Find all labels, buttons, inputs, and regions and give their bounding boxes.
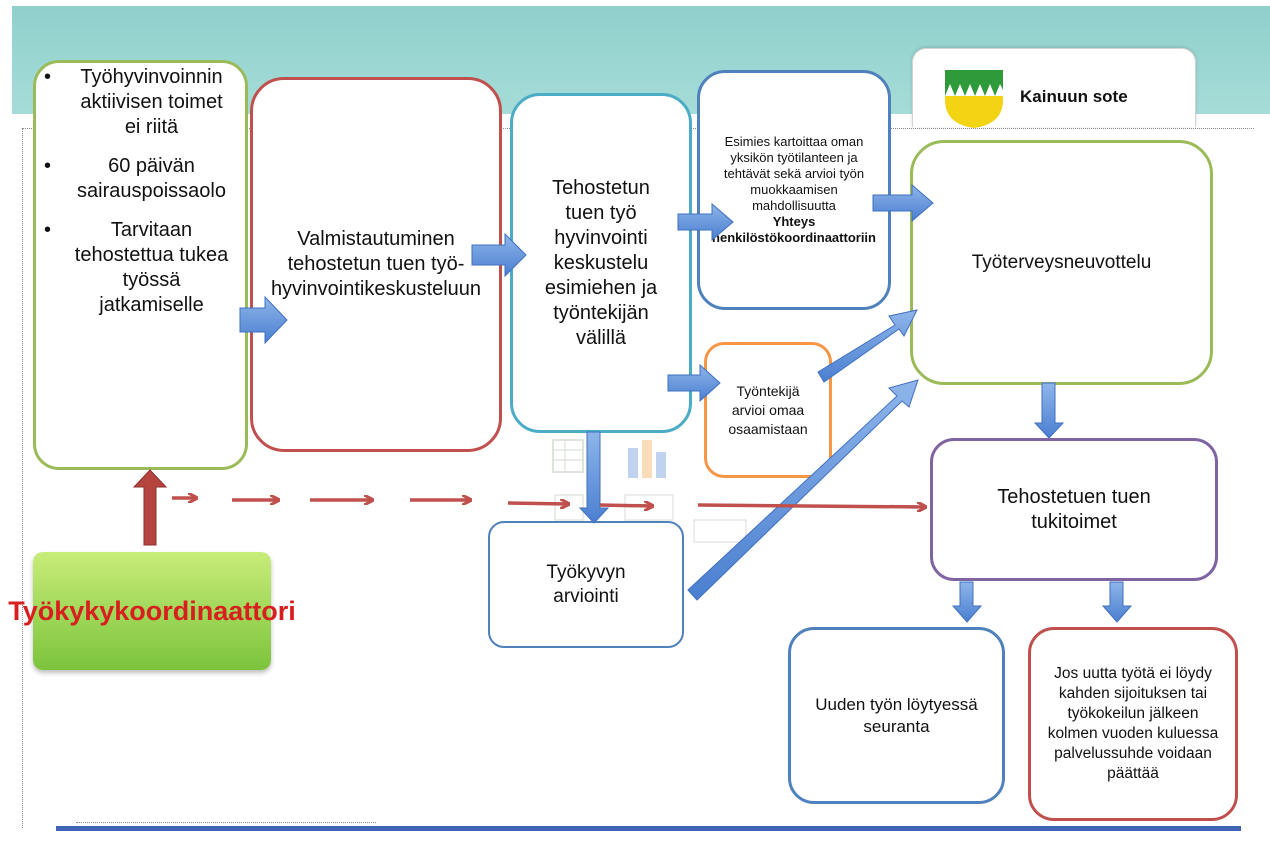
discussion-text: Tehostetun tuen työ hyvinvointi keskuste…: [544, 176, 658, 349]
org-name: Kainuun sote: [1020, 87, 1128, 106]
termination-text: Jos uutta työtä ei löydy kahden sijoituk…: [1047, 665, 1219, 782]
arrow-preparation-to-discussion: [471, 232, 527, 278]
supervisor-bold-text: Yhteys henkilöstökoordinaattoriin: [712, 214, 876, 245]
coordinator-flow-line: [172, 498, 925, 507]
follow-up-box: Uuden työn löytyessä seuranta: [788, 627, 1005, 804]
arrow-discussion-to-workability: [578, 431, 610, 524]
arrow-coordinator-to-criteria: [132, 469, 168, 546]
occupational-health-box: Työterveysneuvottelu: [910, 140, 1213, 385]
support-measures-text: Tehostetuen tuen tukitoimet: [997, 485, 1151, 533]
employee-text: Työntekijä arvioi omaa osaamistaan: [728, 382, 808, 437]
occupational-health-text: Työterveysneuvottelu: [971, 251, 1152, 273]
arrow-support-to-followup: [951, 581, 983, 623]
bottom-bar: [56, 826, 1241, 831]
arrow-employee-to-health: [817, 309, 918, 383]
arrow-health-to-support: [1033, 382, 1065, 439]
criteria-box: Työhyvinvoinnin aktiivisen toimet ei rii…: [33, 60, 248, 470]
arrow-criteria-to-preparation: [239, 295, 288, 345]
criteria-item: Työhyvinvoinnin aktiivisen toimet ei rii…: [38, 65, 231, 140]
arrow-discussion-to-employee: [667, 363, 721, 403]
coordinator-text: Työkykykoordinaattori: [8, 596, 296, 626]
supervisor-box: Esimies kartoittaa oman yksikön työtilan…: [697, 70, 891, 310]
footer-guide: [76, 822, 376, 823]
arrow-discussion-to-supervisor: [677, 202, 734, 242]
work-ability-text: Työkyvyn arviointi: [546, 561, 626, 607]
coordinator-box: Työkykykoordinaattori: [8, 552, 296, 670]
termination-box: Jos uutta työtä ei löydy kahden sijoituk…: [1028, 627, 1238, 821]
criteria-item: 60 päivän sairauspoissaolo: [38, 154, 231, 204]
preparation-text: Valmistautuminen tehostetun tuen työ-hyv…: [270, 228, 482, 300]
work-ability-box: Työkyvyn arviointi: [488, 521, 684, 648]
follow-up-text: Uuden työn löytyessä seuranta: [815, 694, 978, 736]
arrow-workability-to-health: [687, 379, 919, 601]
arrow-supervisor-to-health: [872, 183, 934, 223]
background-chart-icons: [552, 439, 747, 543]
criteria-item: Tarvitaan tehostettua tukea työssä jatka…: [38, 218, 231, 318]
employee-box: Työntekijä arvioi omaa osaamistaan: [704, 342, 832, 478]
supervisor-text: Esimies kartoittaa oman yksikön työtilan…: [723, 134, 865, 213]
discussion-box: Tehostetun tuen työ hyvinvointi keskuste…: [510, 93, 692, 433]
criteria-list: Työhyvinvoinnin aktiivisen toimet ei rii…: [38, 65, 231, 332]
preparation-box: Valmistautuminen tehostetun tuen työ-hyv…: [250, 77, 502, 452]
arrow-support-to-termination: [1101, 581, 1133, 623]
slide-guide-line-left: [22, 128, 23, 828]
support-measures-box: Tehostetuen tuen tukitoimet: [930, 438, 1218, 581]
